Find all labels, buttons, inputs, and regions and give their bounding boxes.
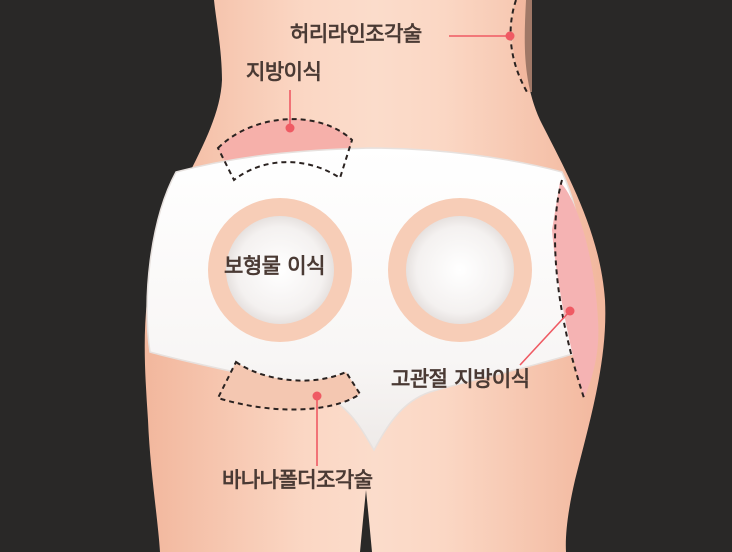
hip-fat-graft-zone bbox=[552, 182, 599, 398]
hip-leader-line bbox=[519, 310, 571, 366]
label-fat-graft-top: 지방이식 bbox=[246, 60, 322, 84]
fat-graft-top-dashed-outline bbox=[216, 118, 354, 182]
banana-fold-dashed-outline bbox=[216, 360, 362, 411]
label-hip-fat-graft: 고관절 지방이식 bbox=[391, 367, 530, 391]
waist-dashed-outline bbox=[509, 0, 528, 93]
label-implant-graft: 보형물 이식 bbox=[224, 254, 325, 278]
label-banana-fold-contour: 바나나폴더조각술 bbox=[222, 468, 373, 492]
waist-contour-zone bbox=[511, 0, 532, 92]
red-dot-marker bbox=[565, 306, 575, 316]
implant-ring-left-inner bbox=[226, 216, 334, 324]
implant-ring-right-inner bbox=[406, 216, 514, 324]
red-dot-marker bbox=[312, 391, 322, 401]
red-dot-marker bbox=[285, 123, 295, 133]
hip-dashed-outline bbox=[554, 179, 585, 399]
banana-fold-zone bbox=[218, 362, 360, 410]
red-dot-marker bbox=[505, 31, 515, 41]
label-waist-contour: 허리라인조각술 bbox=[290, 22, 422, 46]
